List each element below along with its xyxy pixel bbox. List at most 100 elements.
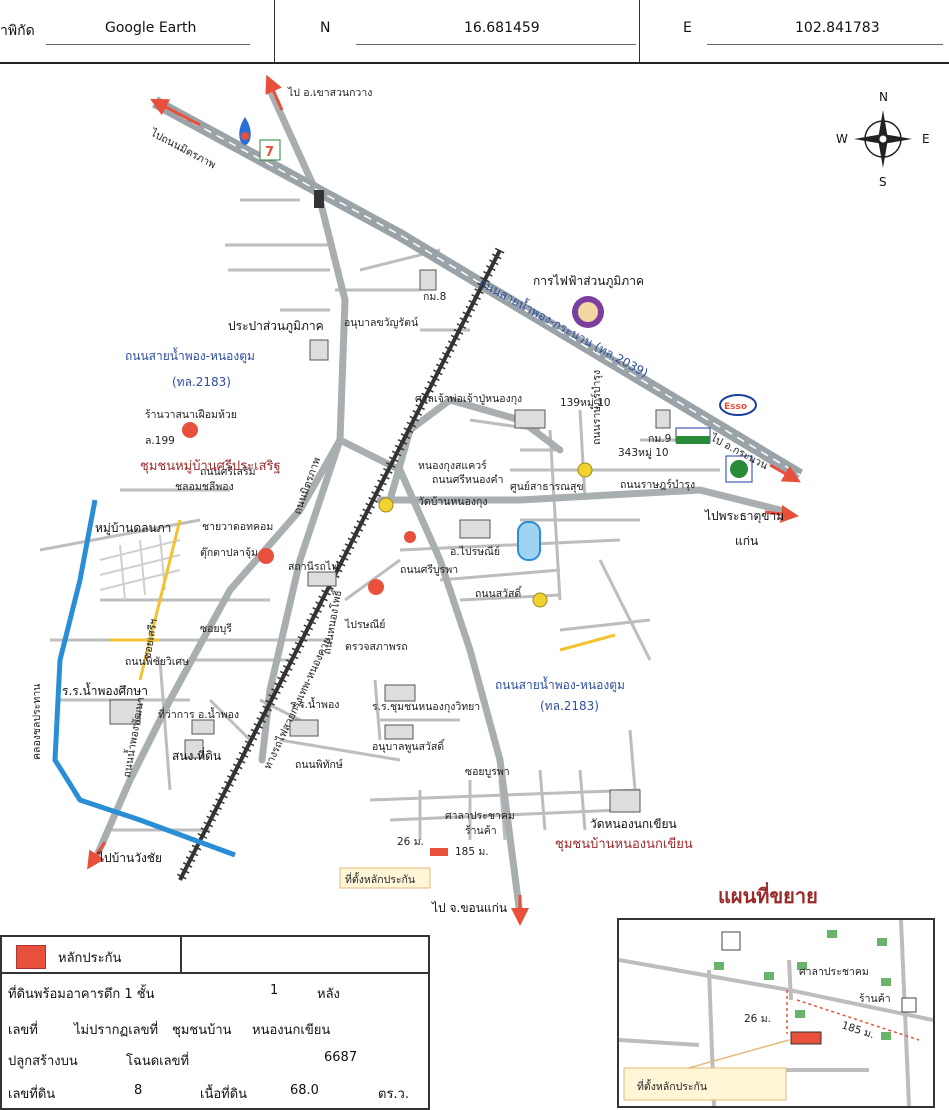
place-label: อนุบาลขวัญรัตน์ <box>344 316 418 329</box>
place-label: 26 ม. <box>397 836 424 848</box>
numbered-markers <box>378 462 593 608</box>
east-label: E <box>683 20 692 36</box>
road-label-2183: ถนนสายน้ำพอง-หนองตูม <box>125 347 255 364</box>
legend-row4-unit: ตร.ว. <box>378 1087 409 1102</box>
road-label: ถนนสวัสดิ์ <box>475 585 523 600</box>
direction-label: ไป อ.เขาสวนกวาง <box>287 86 372 99</box>
map-label: 7 <box>265 145 274 160</box>
place-label: ชลอมชลีพอง <box>175 480 234 493</box>
legend-row1-label: ที่ดินพร้อมอาคารตึก 1 ชั้น <box>8 987 155 1002</box>
store-icon <box>901 997 917 1013</box>
place-label: ตุ๊กตาปลาจุ้ม <box>200 546 258 559</box>
building-icon <box>721 931 741 951</box>
direction-label: ไปบ้านวังชัย <box>97 851 162 865</box>
map-label: W <box>836 132 848 146</box>
place-label: อนุบาลพูนสวัสดิ์ <box>372 738 446 753</box>
legend-row3-value: 6687 <box>324 1050 358 1065</box>
legend-row2-label2: ชุมชนบ้าน <box>172 1023 232 1038</box>
gas-leaf-icon <box>725 455 753 483</box>
place-label: 185 ม. <box>455 846 489 858</box>
north-value: 16.681459 <box>464 20 540 36</box>
divider <box>180 937 182 972</box>
pea-logo-icon <box>572 296 604 328</box>
source-cell: ำพิกัด Google Earth <box>0 0 275 62</box>
legend-row2-label: เลขที่ <box>8 1023 38 1038</box>
road-label: คลองชลประทาน <box>31 684 43 760</box>
source-value: Google Earth <box>105 20 197 36</box>
esso-logo-icon: Esso <box>719 394 757 416</box>
road-label: ถนนศรีบูรพา <box>400 563 458 576</box>
place-label: 343หมู่ 10 <box>618 447 669 459</box>
road-label: ถนนราษฎร์บำรุง <box>590 370 603 445</box>
area-map: 7 Esso N S W E ถนนส <box>31 74 930 926</box>
highway-2039 <box>152 96 804 481</box>
compass-rose: N S W E <box>836 90 930 189</box>
seven-eleven-icon: 7 <box>259 139 281 161</box>
place-label: วัดบ้านหนองกุง <box>418 496 487 508</box>
underline <box>356 44 636 45</box>
place-label: การไฟฟ้าส่วนภูมิภาค <box>533 274 644 289</box>
direction-label: แก่น <box>735 534 758 548</box>
place-label: ร.ร.น้ำพอง <box>290 697 339 711</box>
inset-map: ศาลาประชาคม ร้านค้า 26 ม. 185 ม. ที่ตั้ง… <box>617 918 935 1108</box>
collateral-callout: ที่ตั้งหลักประกัน <box>345 872 415 886</box>
legend-row1-unit: หลัง <box>317 987 340 1002</box>
place-label: ร.ร.น้ำพองศึกษา <box>62 682 148 698</box>
underline <box>707 44 943 45</box>
map-label: Esso <box>724 402 747 412</box>
place-label: ชุมชนบ้านหนองนกเขียน <box>555 836 693 852</box>
place-label: ตรวจสภาพรถ <box>345 641 408 653</box>
legend-row4-label2: เนื้อที่ดิน <box>200 1087 248 1102</box>
inset-title: แผนที่ขยาย <box>718 884 818 908</box>
legend-row3-label: ปลูกสร้างบน <box>8 1054 78 1069</box>
arrow-phrathat <box>764 504 799 523</box>
place-label: ร.ร.ชุมชนหนองกุงวิทยา <box>372 701 480 713</box>
tree-icons <box>714 930 891 1040</box>
inset-store: ร้านค้า <box>859 993 891 1005</box>
place-label: ไปรษณีย์ <box>344 618 385 631</box>
road-label: ถนนพิทักษ์ <box>295 758 343 771</box>
place-label: หมู่บ้านดลนภา <box>95 521 171 536</box>
road-label-2183-code: (ทล.2183) <box>172 375 231 389</box>
legend-row3-label2: โฉนดเลขที่ <box>126 1054 190 1069</box>
arrow-khaosuan <box>265 74 284 111</box>
road-label: ถนนศรีเสริม <box>200 465 256 478</box>
header-prefix: ำพิกัด <box>0 23 35 39</box>
legend-row2-value2: หนองนกเขียน <box>252 1023 331 1038</box>
collateral-callout-box <box>339 867 431 889</box>
place-label: ศาลาประชาคม <box>445 810 515 822</box>
inset-collateral-label: ที่ตั้งหลักประกัน <box>637 1079 707 1093</box>
map-label: S <box>879 175 887 189</box>
north-cell: N 16.681459 <box>274 0 640 62</box>
canal <box>52 499 236 858</box>
collateral-marker <box>790 1031 822 1045</box>
landmark-icon <box>182 422 416 595</box>
highway-centerline <box>154 101 801 476</box>
collateral-marker <box>430 848 448 856</box>
place-label: ล.199 <box>145 435 175 447</box>
road-label-2183-s: ถนนสายน้ำพอง-หนองตูม <box>495 676 625 693</box>
east-value: 102.841783 <box>795 20 880 36</box>
place-label: ร้านค้า <box>465 825 497 837</box>
underline <box>46 44 250 45</box>
inset-dist-26: 26 ม. <box>744 1013 771 1025</box>
east-cell: E 102.841783 <box>639 0 949 62</box>
legend-title: หลักประกัน <box>58 951 122 966</box>
yellow-lane <box>138 519 182 681</box>
road-label: ถนนพิชัยวิเศษ <box>125 656 189 668</box>
place-label: ชายวาดอทคอม <box>202 521 273 533</box>
place-label: หนองกุงสแควร์ <box>418 459 487 472</box>
road-label-2039: ถนนสายน้ำพอง-กระนวน (ทล.2039) <box>477 274 652 381</box>
gas-station-icon <box>239 117 251 145</box>
place-label: วัดหนองนกเขียน <box>590 817 677 831</box>
tesco-lotus-icon <box>675 427 711 444</box>
arrow-kranuan <box>769 463 801 483</box>
legend-swatch <box>16 945 46 969</box>
road-label: ซอยบูรพา <box>465 766 510 778</box>
place-label: ร้านวาสนาเฝือมห้วย <box>145 408 237 421</box>
pond <box>517 521 541 561</box>
road-label: ซอยบุรี <box>200 622 232 635</box>
traffic-light-icon <box>314 190 324 208</box>
place-label: 139หมู่ 10 <box>560 397 611 409</box>
road-label-2183-s-code: (ทล.2183) <box>540 699 599 713</box>
